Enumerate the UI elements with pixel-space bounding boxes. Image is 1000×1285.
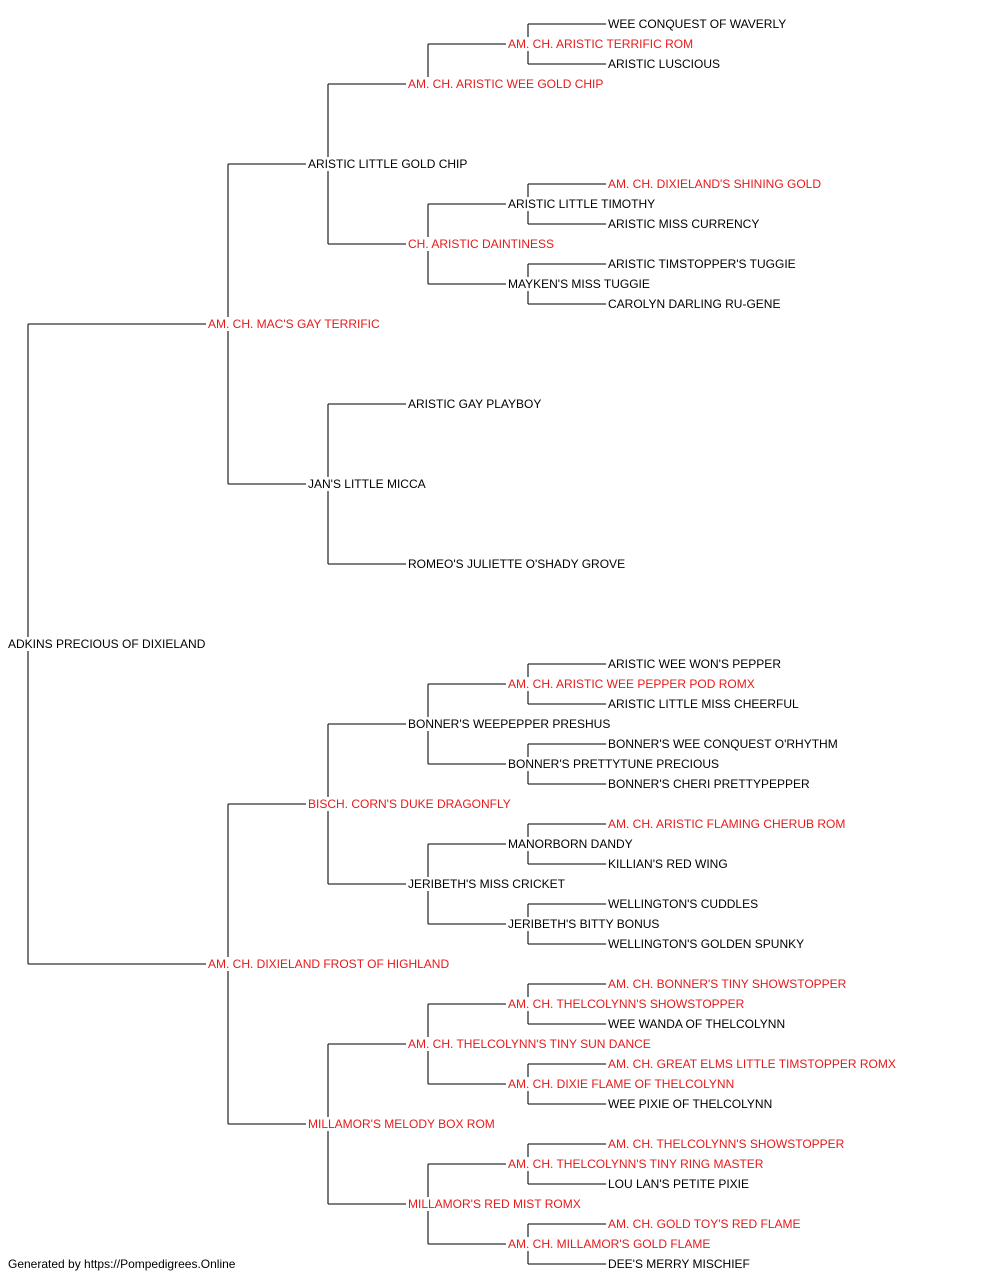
pedigree-sire-name: WEE CONQUEST OF WAVERLY <box>607 17 788 31</box>
pedigree-sire-name: AM. CH. GOLD TOY'S RED FLAME <box>607 1217 802 1231</box>
pedigree-sire-name: AM. CH. ARISTIC WEE GOLD CHIP <box>407 77 605 91</box>
generated-by-footer: Generated by https://Pompedigrees.Online <box>8 1257 236 1271</box>
pedigree-dam-name: AM. CH. DIXIELAND FROST OF HIGHLAND <box>207 957 451 971</box>
pedigree-dam-name: CAROLYN DARLING RU-GENE <box>607 297 782 311</box>
pedigree-sire-name: BONNER'S WEEPEPPER PRESHUS <box>407 717 612 731</box>
pedigree-sire-name: ARISTIC LITTLE TIMOTHY <box>507 197 657 211</box>
pedigree-dam-name: ROMEO'S JULIETTE O'SHADY GROVE <box>407 557 627 571</box>
pedigree-sire-name: AM. CH. MAC'S GAY TERRIFIC <box>207 317 381 331</box>
pedigree-sire-name: BONNER'S WEE CONQUEST O'RHYTHM <box>607 737 839 751</box>
pedigree-dam-name: BONNER'S CHERI PRETTYPEPPER <box>607 777 811 791</box>
pedigree-dam-name: KILLIAN'S RED WING <box>607 857 729 871</box>
pedigree-sire-name: AM. CH. BONNER'S TINY SHOWSTOPPER <box>607 977 848 991</box>
pedigree-dam-name: WELLINGTON'S GOLDEN SPUNKY <box>607 937 806 951</box>
pedigree-sire-name: MANORBORN DANDY <box>507 837 634 851</box>
pedigree-sire-name: ARISTIC WEE WON'S PEPPER <box>607 657 782 671</box>
pedigree-sire-name: AM. CH. ARISTIC TERRIFIC ROM <box>507 37 695 51</box>
pedigree-sire-name: AM. CH. ARISTIC FLAMING CHERUB ROM <box>607 817 847 831</box>
pedigree-sire-name: AM. CH. ARISTIC WEE PEPPER POD ROMX <box>507 677 756 691</box>
pedigree-dam-name: WEE PIXIE OF THELCOLYNN <box>607 1097 774 1111</box>
pedigree-dam-name: AM. CH. DIXIE FLAME OF THELCOLYNN <box>507 1077 736 1091</box>
pedigree-dam-name: MILLAMOR'S MELODY BOX ROM <box>307 1117 496 1131</box>
pedigree-dam-name: MILLAMOR'S RED MIST ROMX <box>407 1197 582 1211</box>
pedigree-sire-name: ARISTIC LITTLE GOLD CHIP <box>307 157 469 171</box>
pedigree-dam-name: DEE'S MERRY MISCHIEF <box>607 1257 751 1271</box>
pedigree-dam-name: BONNER'S PRETTYTUNE PRECIOUS <box>507 757 720 771</box>
pedigree-dam-name: JAN'S LITTLE MICCA <box>307 477 427 491</box>
pedigree-dam-name: ARISTIC LUSCIOUS <box>607 57 722 71</box>
pedigree-dam-name: JERIBETH'S MISS CRICKET <box>407 877 566 891</box>
pedigree-sire-name: BISCH. CORN'S DUKE DRAGONFLY <box>307 797 512 811</box>
pedigree-sire-name: AM. CH. THELCOLYNN'S TINY RING MASTER <box>507 1157 765 1171</box>
pedigree-sire-name: ARISTIC TIMSTOPPER'S TUGGIE <box>607 257 797 271</box>
pedigree-dam-name: JERIBETH'S BITTY BONUS <box>507 917 661 931</box>
pedigree-sire-name: ARISTIC GAY PLAYBOY <box>407 397 543 411</box>
pedigree-sire-name: AM. CH. DIXIELAND'S SHINING GOLD <box>607 177 822 191</box>
pedigree-dam-name: CH. ARISTIC DAINTINESS <box>407 237 556 251</box>
pedigree-dam-name: LOU LAN'S PETITE PIXIE <box>607 1177 750 1191</box>
pedigree-sire-name: AM. CH. GREAT ELMS LITTLE TIMSTOPPER ROM… <box>607 1057 897 1071</box>
pedigree-sire-name: WELLINGTON'S CUDDLES <box>607 897 760 911</box>
pedigree-dam-name: ARISTIC LITTLE MISS CHEERFUL <box>607 697 800 711</box>
pedigree-sire-name: AM. CH. THELCOLYNN'S TINY SUN DANCE <box>407 1037 652 1051</box>
pedigree-dam-name: MAYKEN'S MISS TUGGIE <box>507 277 651 291</box>
pedigree-dam-name: ARISTIC MISS CURRENCY <box>607 217 761 231</box>
pedigree-sire-name: AM. CH. THELCOLYNN'S SHOWSTOPPER <box>507 997 746 1011</box>
pedigree-dam-name: AM. CH. MILLAMOR'S GOLD FLAME <box>507 1237 712 1251</box>
pedigree-subject-name: ADKINS PRECIOUS OF DIXIELAND <box>7 637 207 651</box>
pedigree-sire-name: AM. CH. THELCOLYNN'S SHOWSTOPPER <box>607 1137 846 1151</box>
pedigree-dam-name: WEE WANDA OF THELCOLYNN <box>607 1017 787 1031</box>
